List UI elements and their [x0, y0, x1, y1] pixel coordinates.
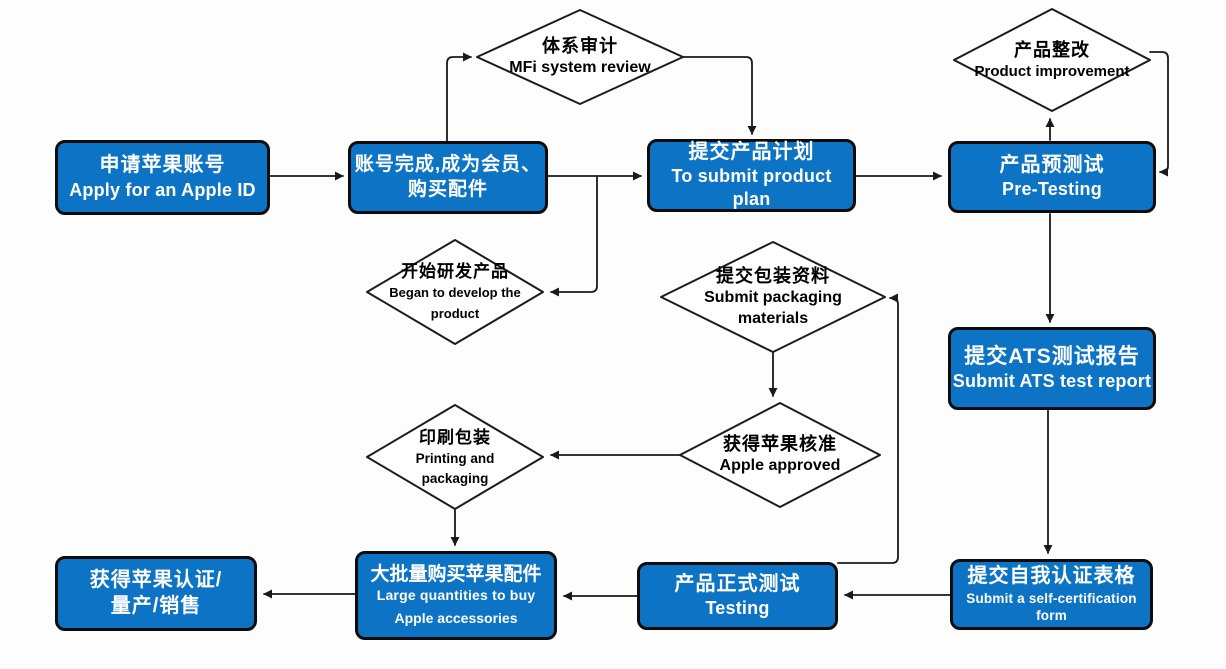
node-label-zh2: 购买配件: [407, 178, 488, 200]
node-certification-mass-production: 获得苹果认证/ 量产/销售: [55, 556, 257, 631]
node-label-zh: 提交ATS测试报告: [964, 344, 1140, 368]
node-label-zh: 提交产品计划: [688, 140, 815, 163]
node-label-en: Submit ATS test report: [952, 371, 1152, 392]
node-apply-apple-id: 申请苹果账号 Apply for an Apple ID: [55, 140, 270, 215]
node-self-certification-form: 提交自我认证表格 Submit a self-certification for…: [950, 559, 1153, 630]
node-submit-product-plan: 提交产品计划 To submit product plan: [647, 139, 856, 212]
node-label-zh: 申请苹果账号: [99, 154, 226, 177]
connector-account-to-mfi-review: [446, 52, 472, 142]
node-label-en2: Apple accessories: [394, 610, 518, 627]
diamond-shape-printing: [366, 404, 544, 510]
node-label-en: To submit product plan: [671, 166, 832, 210]
node-label-zh: 提交自我认证表格: [967, 565, 1136, 588]
connector-mfi-review-to-plan: [682, 56, 757, 135]
node-label-zh2: 量产/销售: [110, 594, 202, 617]
node-label-en: Pre-Testing: [1002, 179, 1102, 200]
node-label-en: Large quantities to buy: [376, 587, 536, 604]
diamond-shape-submit-packaging: [660, 241, 886, 353]
node-label-zh: 产品正式测试: [674, 572, 801, 595]
node-account-member: 账号完成,成为会员、 购买配件: [348, 141, 548, 214]
diamond-shape-mfi-review: [476, 9, 684, 105]
node-label-en: Apply for an Apple ID: [69, 179, 256, 200]
node-pre-testing: 产品预测试 Pre-Testing: [948, 141, 1156, 213]
node-official-testing: 产品正式测试 Testing: [637, 562, 838, 630]
node-label-zh: 产品预测试: [999, 153, 1105, 176]
node-label-zh: 大批量购买苹果配件: [370, 563, 542, 585]
diamond-shape-apple-approved: [679, 402, 881, 508]
node-buy-accessories: 大批量购买苹果配件 Large quantities to buy Apple …: [355, 551, 557, 640]
node-label-zh: 获得苹果认证/: [89, 568, 223, 591]
connector-improve-to-pretesting: [1149, 51, 1169, 177]
node-label-en: Testing: [705, 598, 770, 619]
connector-account-to-develop: [550, 175, 598, 297]
node-label-en: Submit a self-certification form: [966, 591, 1137, 624]
node-ats-test-report: 提交ATS测试报告 Submit ATS test report: [948, 327, 1156, 410]
node-label-zh: 账号完成,成为会员、: [354, 154, 542, 176]
connector-testing-to-packaging: [837, 293, 899, 564]
diamond-shape-develop-product: [366, 239, 544, 345]
diamond-shape-product-improvement: [953, 8, 1151, 112]
